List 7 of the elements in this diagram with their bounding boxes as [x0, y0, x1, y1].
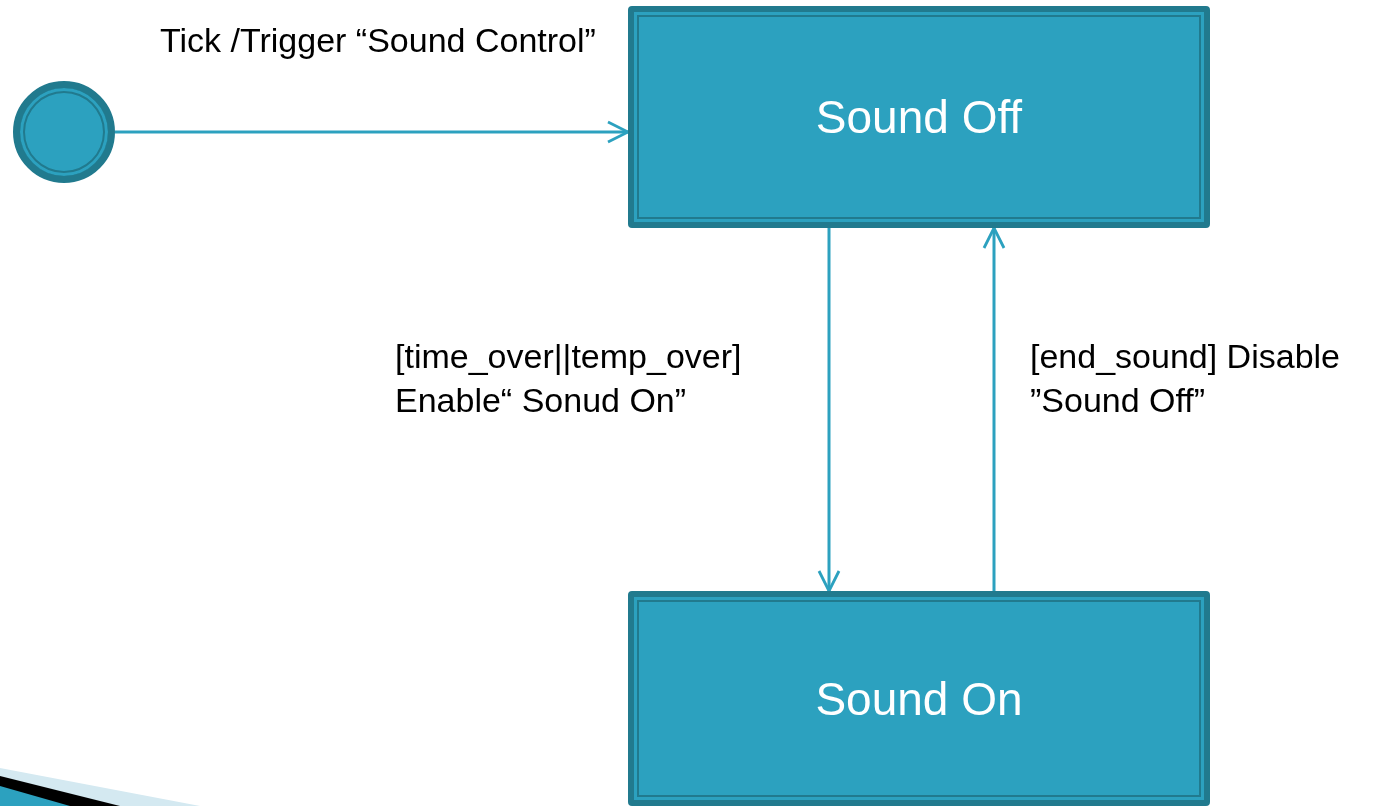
transition-arrow [817, 228, 841, 593]
state-name: Sound On [815, 671, 1023, 726]
state-box [628, 6, 1210, 228]
state-name: Sound Off [815, 90, 1023, 144]
transition-arrow [115, 120, 630, 144]
transition-arrow [982, 226, 1006, 591]
state-box [628, 591, 1210, 806]
